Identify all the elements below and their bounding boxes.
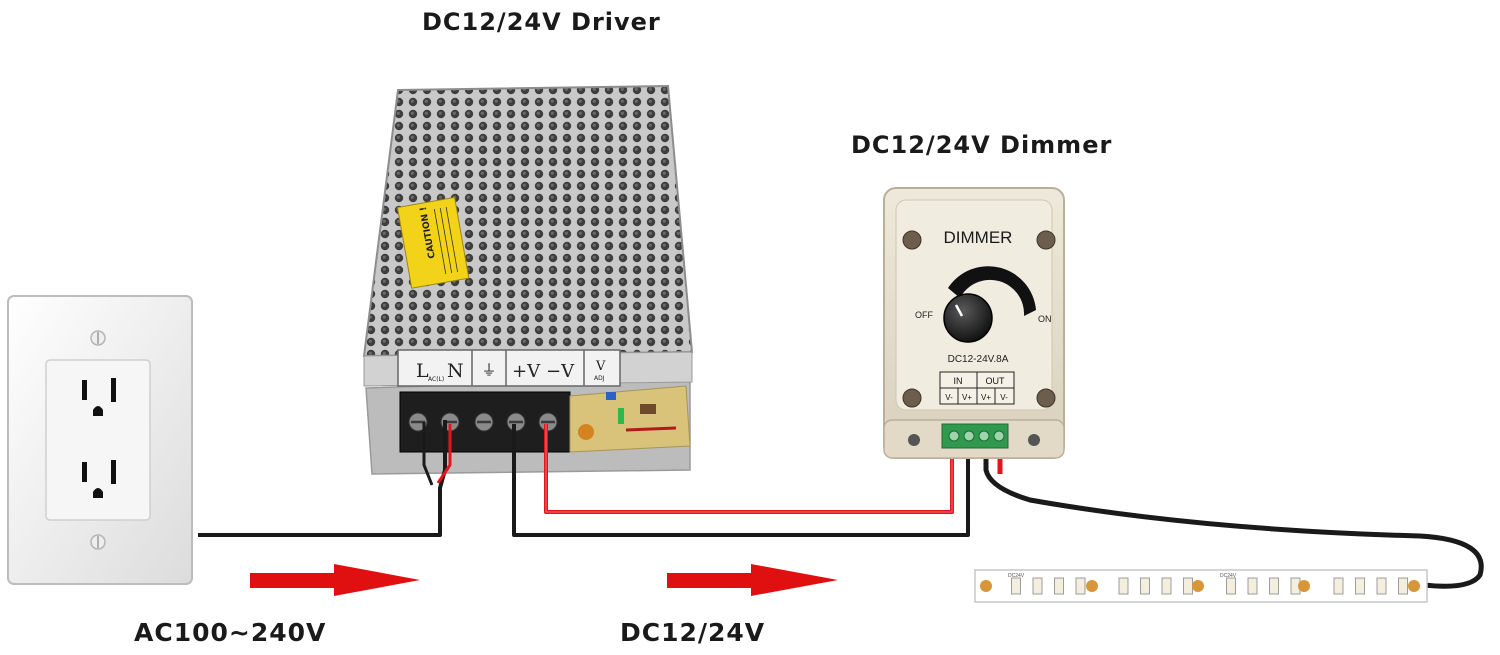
led-chip [1161, 577, 1172, 595]
led-chip [1398, 577, 1408, 595]
ac-wire-black [198, 420, 447, 537]
dimmer-rating: DC12-24V.8A [948, 354, 1009, 365]
solder-pad [1298, 580, 1310, 592]
led-chip [1376, 577, 1387, 595]
dimmer-controller: DIMMER OFF ON DC12-24V.8A IN OUT V- V+ V… [883, 187, 1065, 459]
dimmer-knob[interactable] [943, 293, 993, 343]
pin-out-neg: V- [1000, 393, 1008, 402]
led-chip [1333, 577, 1344, 595]
led-chip [1183, 577, 1193, 595]
in-label: IN [954, 376, 963, 386]
led-chip [1011, 577, 1021, 595]
off-label: OFF [915, 310, 933, 320]
pin-in-pos: V+ [962, 393, 972, 402]
terminal-label-adj: V [595, 359, 606, 374]
solder-pad [1408, 580, 1420, 592]
strip-print-1: DC24V [1008, 573, 1025, 579]
solder-pad [1192, 580, 1204, 592]
solder-pad [980, 580, 992, 592]
pin-in-neg: V- [945, 393, 953, 402]
led-chip [1269, 577, 1279, 595]
terminal-label-n: N [447, 360, 464, 382]
outlet-receptacle-bottom [82, 460, 116, 498]
dc-wire-red-highlight [545, 424, 953, 513]
led-chip [1140, 577, 1150, 595]
ac-voltage-label: AC100~240V [134, 618, 327, 647]
dimmer-screws [902, 230, 1056, 408]
led-chip [1118, 577, 1129, 595]
terminal-sub-adj: ADJ [594, 375, 605, 382]
pin-out-pos: V+ [981, 393, 991, 402]
out-label: OUT [986, 376, 1006, 386]
outlet-receptacle-top [82, 378, 116, 416]
led-strip-pads [980, 580, 1420, 592]
knob-indicator [954, 304, 964, 317]
led-chip [1355, 577, 1365, 595]
driver-title: DC12/24V Driver [422, 8, 661, 36]
dimmer-title: DC12/24V Dimmer [851, 131, 1113, 159]
caution-sticker: CAUTION ! [396, 196, 470, 289]
led-chip [1247, 577, 1258, 595]
dimmer-io-table: IN OUT V- V+ V+ V- [939, 371, 1015, 405]
terminal-label-l: L [416, 360, 429, 382]
ac-wire-red-lead [436, 424, 452, 484]
solder-pad [1086, 580, 1098, 592]
led-chip [1226, 577, 1236, 595]
led-strip-chips [1011, 577, 1408, 595]
wiring [198, 420, 1484, 589]
flow-arrow-dc [667, 564, 838, 596]
terminal-label-minus-v: −V [546, 361, 575, 382]
led-chip [1054, 577, 1064, 595]
led-strip: DC24V DC24V [974, 569, 1428, 603]
dimmer-terminal-block [941, 423, 1009, 449]
led-chip [1075, 577, 1086, 595]
strip-print-2: DC24V [1220, 573, 1237, 579]
dimmer-scale-arc [948, 266, 1036, 316]
wall-outlet [7, 295, 193, 585]
power-supply-driver: CAUTION ! L AC(L) N ⏚ +V −V V ADJ [362, 84, 694, 475]
dc-voltage-label: DC12/24V [620, 618, 766, 647]
ground-icon: ⏚ [481, 361, 496, 379]
terminal-sub-l: AC(L) [428, 376, 444, 383]
out-wire-black [983, 446, 1484, 589]
ac-wire-black-lead [422, 422, 434, 486]
flow-arrow-ac [250, 564, 420, 596]
led-chip [1032, 577, 1043, 595]
on-label: ON [1038, 314, 1052, 324]
dc-wire-black [512, 424, 970, 537]
dimmer-heading: DIMMER [944, 228, 1013, 247]
terminal-label-plus-v: +V [512, 361, 541, 382]
